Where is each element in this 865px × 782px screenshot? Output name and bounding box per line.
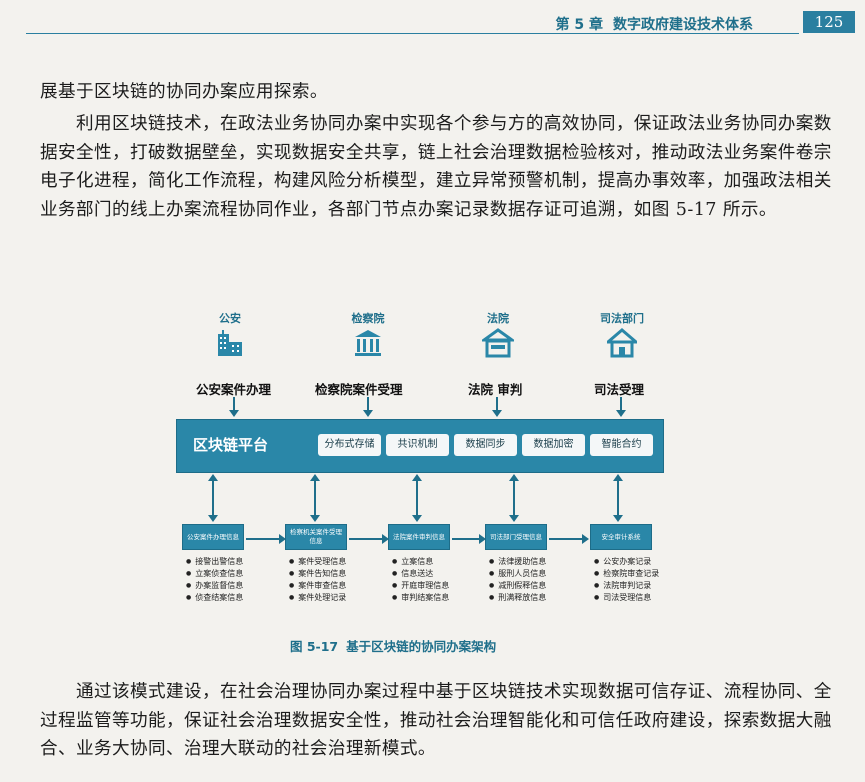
paragraph-blockchain-usage: 利用区块链技术，在政法业务协同办案中实现各个参与方的高效协同，保证政法业务协同办…	[40, 114, 832, 220]
node-justice-list: 法律援助信息 服刑人员信息 减刑假释信息 刑满释放信息	[489, 556, 547, 604]
entity-justice-dept: 司法部门	[594, 310, 650, 358]
figure-number: 图 5-17	[290, 639, 339, 654]
node-police-list: 接警出警信息 立案侦查信息 办案监督信息 侦查结案信息	[186, 556, 244, 604]
list-item: 刑满释放信息	[489, 592, 547, 604]
module-data-encryption: 数据加密	[522, 434, 585, 456]
node-police-info: 公安案件办理信息 接警出警信息 立案侦查信息 办案监督信息 侦查结案信息	[182, 524, 244, 604]
entity-court: 法院	[476, 310, 520, 358]
node-procuratorate-title: 检察机关案件受理信息	[285, 524, 347, 550]
platform-node4-arrow	[509, 474, 519, 522]
list-item: 案件审查信息	[289, 580, 347, 592]
node-procuratorate-info: 检察机关案件受理信息 案件受理信息 案件告知信息 案件审查信息 案件处理记录	[285, 524, 347, 604]
node-justice-title: 司法部门受理信息	[485, 524, 547, 550]
list-item: 服刑人员信息	[489, 568, 547, 580]
list-item: 案件告知信息	[289, 568, 347, 580]
entity-procuratorate-action: 检察院案件受理	[315, 382, 403, 397]
node2-to-node3-arrow	[349, 534, 389, 544]
node-audit-list: 公安办案记录 检察院审查记录 法院审判记录 司法受理信息	[594, 556, 659, 604]
header-rule	[26, 33, 799, 34]
court-to-platform-arrow	[492, 397, 502, 417]
figure-caption: 图 5-17 基于区块链的协同办案架构	[290, 636, 496, 655]
platform-node1-arrow	[208, 474, 218, 522]
page-header: 第 5 章数字政府建设技术体系 125	[0, 0, 865, 34]
entity-procuratorate-name: 检察院	[351, 312, 385, 325]
list-item: 检察院审查记录	[594, 568, 659, 580]
entity-procuratorate: 检察院	[343, 310, 393, 358]
page-number: 125	[803, 11, 855, 33]
justice-house-icon	[607, 328, 637, 358]
list-item: 法院审判记录	[594, 580, 659, 592]
entity-police-name: 公安	[219, 312, 241, 325]
procuratorate-to-platform-arrow	[363, 397, 373, 417]
node-police-title: 公安案件办理信息	[182, 524, 244, 550]
court-building-icon	[482, 328, 514, 358]
paragraph-conclusion: 通过该模式建设，在社会治理协同办案过程中基于区块链技术实现数据可信存证、流程协同…	[40, 682, 832, 759]
justice-to-platform-arrow	[616, 397, 626, 417]
procuratorate-columns-icon	[355, 330, 381, 356]
entity-court-name: 法院	[487, 312, 509, 325]
list-item: 办案监督信息	[186, 580, 244, 592]
node-court-list: 立案信息 信息送达 开庭审理信息 审判结案信息	[392, 556, 450, 604]
list-item: 信息送达	[392, 568, 450, 580]
list-item: 开庭审理信息	[392, 580, 450, 592]
list-item: 公安办案记录	[594, 556, 659, 568]
police-to-platform-arrow	[229, 397, 239, 417]
entity-police-action: 公安案件办理	[196, 382, 272, 397]
module-consensus: 共识机制	[386, 434, 449, 456]
police-building-icon	[218, 330, 242, 356]
entity-police: 公安	[208, 310, 252, 358]
node-procuratorate-list: 案件受理信息 案件告知信息 案件审查信息 案件处理记录	[289, 556, 347, 604]
chapter-title: 数字政府建设技术体系	[613, 17, 753, 33]
node1-to-node2-arrow	[246, 534, 286, 544]
platform-node3-arrow	[412, 474, 422, 522]
chapter-number: 第 5 章	[555, 17, 604, 33]
entity-justice-dept-action: 司法受理	[594, 382, 645, 397]
list-item: 立案侦查信息	[186, 568, 244, 580]
blockchain-platform: 区块链平台 分布式存储 共识机制 数据同步 数据加密 智能合约	[176, 419, 664, 473]
list-item: 减刑假释信息	[489, 580, 547, 592]
list-item: 接警出警信息	[186, 556, 244, 568]
platform-title: 区块链平台	[193, 436, 269, 454]
list-item: 审判结案信息	[392, 592, 450, 604]
list-item: 案件处理记录	[289, 592, 347, 604]
entity-justice-dept-name: 司法部门	[600, 312, 644, 325]
module-smart-contract: 智能合约	[590, 434, 653, 456]
figure-title: 基于区块链的协同办案架构	[346, 639, 497, 654]
node-justice-info: 司法部门受理信息 法律援助信息 服刑人员信息 减刑假释信息 刑满释放信息	[485, 524, 547, 604]
entity-court-action: 法院 审判	[468, 382, 523, 397]
node-audit-system: 安全审计系统 公安办案记录 检察院审查记录 法院审判记录 司法受理信息	[590, 524, 659, 604]
paragraph-intro-end: 展基于区块链的协同办案应用探索。	[40, 82, 328, 102]
list-item: 司法受理信息	[594, 592, 659, 604]
node-court-info: 法院案件审判信息 立案信息 信息送达 开庭审理信息 审判结案信息	[388, 524, 450, 604]
platform-node5-arrow	[613, 474, 623, 522]
platform-node2-arrow	[310, 474, 320, 522]
node-court-title: 法院案件审判信息	[388, 524, 450, 550]
module-distributed-storage: 分布式存储	[318, 434, 381, 456]
node-audit-title: 安全审计系统	[590, 524, 652, 550]
list-item: 立案信息	[392, 556, 450, 568]
list-item: 法律援助信息	[489, 556, 547, 568]
list-item: 侦查结案信息	[186, 592, 244, 604]
list-item: 案件受理信息	[289, 556, 347, 568]
running-head: 第 5 章数字政府建设技术体系	[556, 14, 754, 34]
node3-to-node4-arrow	[452, 534, 486, 544]
module-data-sync: 数据同步	[454, 434, 517, 456]
node4-to-node5-arrow	[549, 534, 589, 544]
